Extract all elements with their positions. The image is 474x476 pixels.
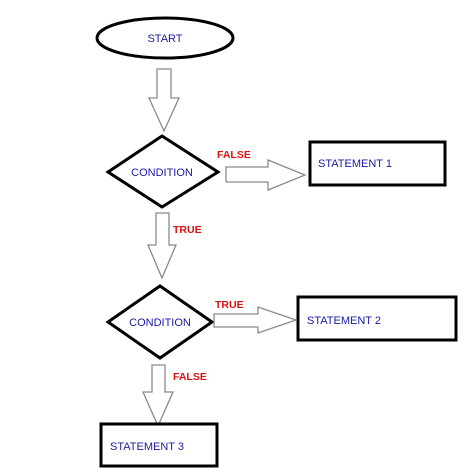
arrow-condition2-to-statement2: [213, 306, 299, 334]
arrow-condition2-to-statement3: [142, 364, 174, 428]
statement2-label: STATEMENT 2: [307, 315, 381, 327]
statement3-label: STATEMENT 3: [110, 441, 184, 453]
edge-label-c2-s2: TRUE: [215, 299, 244, 311]
condition1-node: [105, 134, 221, 209]
arrow-start-to-condition1: [147, 68, 181, 133]
edge-label-c1-c2: TRUE: [173, 224, 202, 236]
arrow-condition1-to-condition2: [147, 212, 177, 280]
condition2-label: CONDITION: [129, 317, 191, 329]
statement3-node: [99, 422, 219, 468]
start-node: [95, 16, 235, 60]
condition2-node: [105, 284, 215, 360]
condition1-label: CONDITION: [131, 167, 193, 179]
statement2-node: [296, 295, 458, 342]
edge-label-c1-s1: FALSE: [217, 149, 251, 161]
start-label: START: [147, 33, 182, 45]
statement1-node: [308, 140, 447, 187]
edge-label-c2-s3: FALSE: [173, 371, 207, 383]
arrow-condition1-to-statement1: [225, 159, 307, 191]
statement1-label: STATEMENT 1: [318, 158, 392, 170]
